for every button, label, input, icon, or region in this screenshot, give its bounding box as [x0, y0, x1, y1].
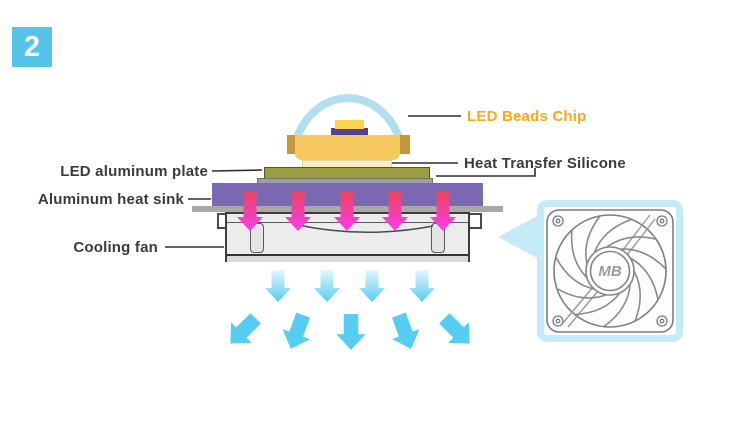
label-cooling-fan: Cooling fan: [73, 239, 158, 256]
fan-photo-panel: MB: [537, 200, 683, 342]
fan-bottom-band: [227, 254, 468, 262]
leader-led-plate: [211, 169, 263, 172]
airflow-down-arrows: [265, 270, 435, 302]
led-chip-base: [331, 128, 368, 135]
label-heat-transfer-silicone: Heat Transfer Silicone: [464, 155, 626, 172]
fan-hub: [585, 246, 635, 296]
airflow-spread-arrows: [220, 308, 480, 354]
label-aluminum-heat-sink: Aluminum heat sink: [37, 191, 184, 208]
label-led-aluminum-plate: LED aluminum plate: [60, 163, 208, 180]
led-package-body: [295, 135, 400, 160]
fan-rib-left: [250, 223, 264, 253]
callout-left-arrow: [498, 214, 541, 260]
leader-silicone-bottom: [436, 168, 536, 177]
step-badge: 2: [12, 27, 52, 67]
heat-flow-down-arrows: [237, 191, 456, 231]
axial-fan-front-view: MB: [546, 209, 674, 333]
leader-lines: [165, 115, 536, 248]
label-led-beads-chip: LED Beads Chip: [467, 108, 587, 125]
fan-hub-logo: MB: [598, 263, 621, 280]
screw-holes: [552, 215, 668, 327]
fan-blades: [555, 215, 667, 327]
led-chip: [335, 120, 364, 129]
fan-blade-silhouette: [297, 224, 434, 233]
